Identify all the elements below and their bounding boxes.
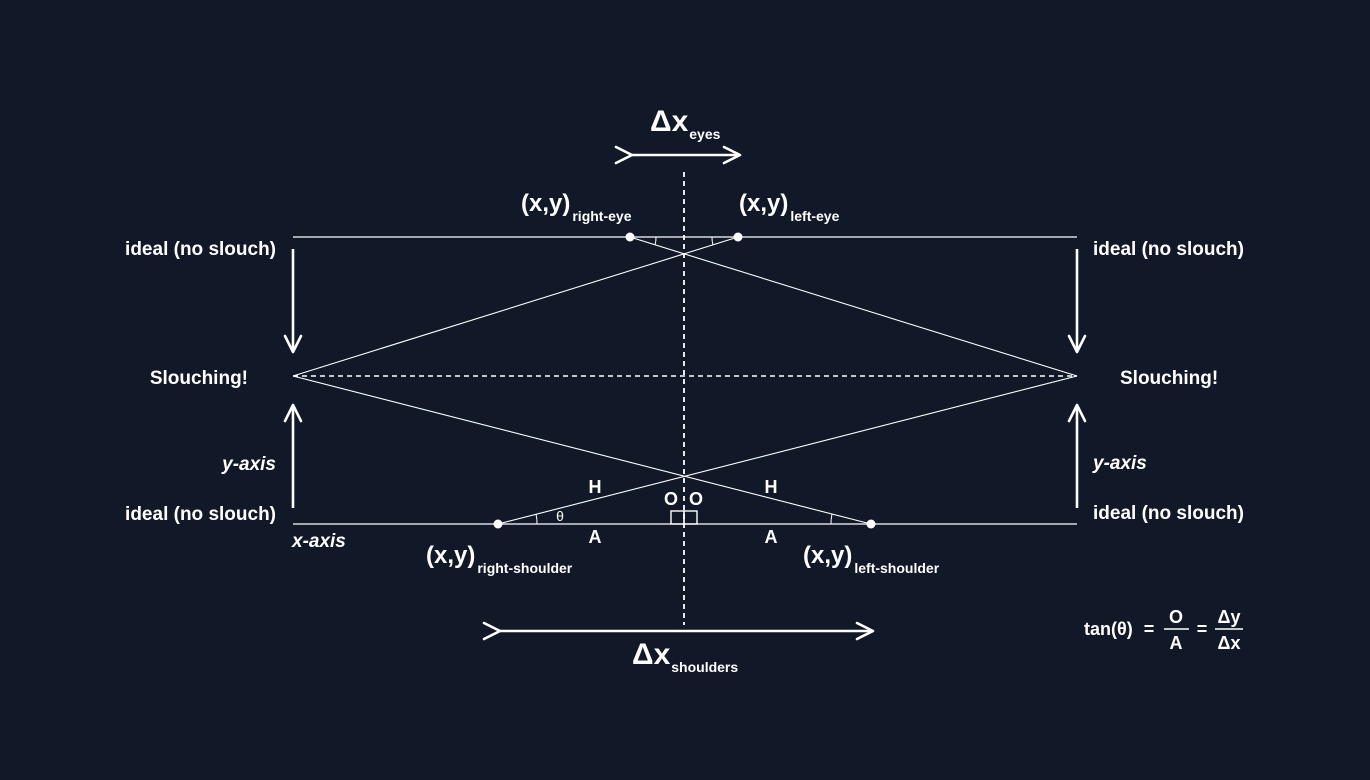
formula-numerator-1: O	[1169, 607, 1183, 627]
left-shoulder-point	[866, 519, 876, 529]
left-eye-coordinate-label: (x,y)left-eye	[739, 190, 840, 224]
opposite-label-right: O	[689, 489, 703, 509]
left-eye-xy: (x,y)	[739, 190, 788, 217]
right-angle-marker-right	[683, 510, 698, 525]
formula-lhs: tan(θ)	[1084, 619, 1133, 639]
diagonal-right-apex-to-right-shoulder	[497, 375, 1078, 525]
y-axis-label-right: y-axis	[1092, 453, 1147, 474]
right-eye-coordinate-label: (x,y)right-eye	[521, 190, 632, 224]
left-eye-point	[733, 232, 743, 242]
diagonal-right-eye-to-right-apex	[629, 236, 1078, 377]
ideal-label-bottom-right: ideal (no slouch)	[1093, 503, 1244, 524]
right-angle-marker-left	[670, 510, 685, 525]
delta-x-shoulders-symbol: Δx	[632, 638, 671, 671]
angle-arc-right-eye	[654, 236, 657, 246]
right-shoulder-coordinate-label: (x,y)right-shoulder	[426, 542, 573, 576]
slouching-label-left: Slouching!	[150, 368, 248, 389]
formula-equals-2: =	[1197, 619, 1208, 639]
delta-x-shoulders-subscript: shoulders	[671, 659, 738, 675]
angle-arc-left-eye	[711, 236, 714, 246]
diagonal-left-eye-to-left-apex	[292, 236, 739, 377]
right-shoulder-subscript: right-shoulder	[477, 560, 572, 576]
delta-x-shoulders-label: Δxshoulders	[632, 638, 738, 675]
theta-label: θ	[556, 508, 564, 524]
theta-angle-arc	[535, 513, 538, 525]
left-shoulder-subscript: left-shoulder	[854, 560, 939, 576]
left-shoulder-coordinate-label: (x,y)left-shoulder	[803, 542, 940, 576]
x-axis-label: x-axis	[291, 531, 346, 552]
delta-x-eyes-label: Δxeyes	[650, 105, 721, 142]
right-eye-point	[625, 232, 635, 242]
formula-denominator-1: A	[1170, 633, 1183, 653]
formula-equals-1: =	[1144, 619, 1155, 639]
left-shoulder-xy: (x,y)	[803, 542, 852, 569]
formula-denominator-2: Δx	[1218, 633, 1241, 653]
ideal-label-bottom-left: ideal (no slouch)	[125, 504, 276, 525]
right-shoulder-point	[493, 519, 503, 529]
diagonal-left-apex-to-left-shoulder	[292, 375, 872, 525]
right-eye-xy: (x,y)	[521, 190, 570, 217]
hypotenuse-label-right: H	[765, 477, 778, 497]
y-axis-label-left: y-axis	[221, 454, 276, 475]
left-eye-subscript: left-eye	[790, 208, 839, 224]
adjacent-label-right: A	[765, 527, 778, 547]
formula-numerator-2: Δy	[1218, 607, 1241, 627]
ideal-label-top-left: ideal (no slouch)	[125, 239, 276, 260]
delta-x-eyes-subscript: eyes	[689, 126, 720, 142]
slouching-label-right: Slouching!	[1120, 368, 1218, 389]
opposite-label-left: O	[664, 489, 678, 509]
hypotenuse-label-left: H	[589, 477, 602, 497]
ideal-label-top-right: ideal (no slouch)	[1093, 239, 1244, 260]
angle-arc-left-shoulder	[830, 513, 833, 525]
right-shoulder-xy: (x,y)	[426, 542, 475, 569]
right-eye-subscript: right-eye	[572, 208, 631, 224]
tangent-formula: tan(θ) = O A = Δy Δx	[1084, 607, 1243, 653]
delta-x-eyes-symbol: Δx	[650, 105, 689, 138]
adjacent-label-left: A	[589, 527, 602, 547]
